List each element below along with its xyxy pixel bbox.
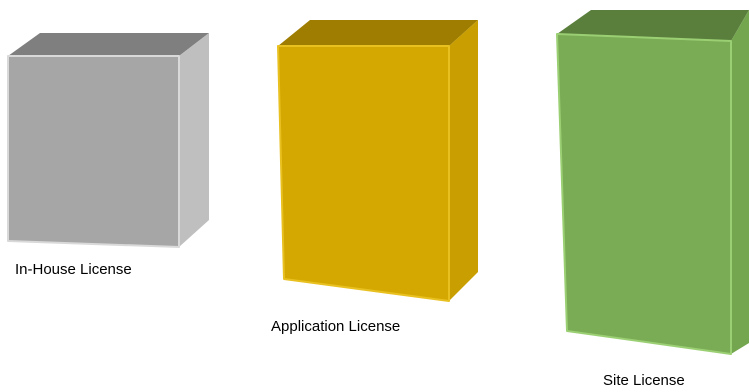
application-license-box: [277, 20, 478, 302]
in-house-box-top: [8, 33, 209, 56]
application-box-side: [449, 20, 478, 301]
in-house-license-box: [7, 33, 209, 248]
application-box-top: [278, 20, 478, 46]
site-box-top: [557, 10, 749, 41]
application-box-front: [277, 45, 450, 302]
application-license-label: Application License: [271, 318, 401, 335]
site-license-label: Site License: [603, 372, 685, 389]
site-box-side: [731, 10, 749, 354]
in-house-box-front: [7, 55, 180, 248]
in-house-box-side: [179, 33, 209, 247]
site-box-front: [556, 33, 732, 355]
in-house-license-label: In-House License: [15, 261, 132, 278]
site-license-box: [556, 10, 749, 355]
